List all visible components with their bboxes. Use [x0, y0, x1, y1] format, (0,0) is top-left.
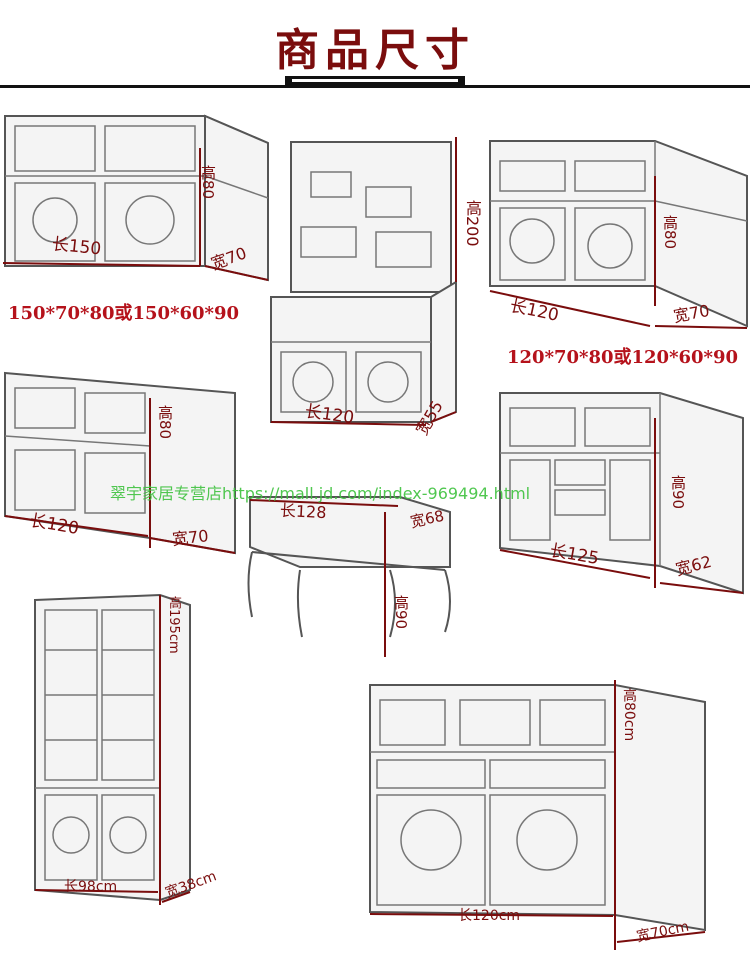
cabinet-8-height: 高80cm: [621, 688, 637, 742]
cabinet-3-height: 高80: [661, 215, 679, 250]
page-title: 商品尺寸: [275, 25, 475, 76]
cabinet-4-height: 高80: [156, 405, 174, 440]
cabinet-1-sketch: [2, 114, 269, 282]
cabinet-4-sketch: [4, 371, 236, 555]
cabinet-7-height: 高195cm: [166, 596, 181, 654]
cabinet-1-spec: 150*70*80或150*60*90: [8, 303, 239, 324]
cabinet-1-height: 高80: [199, 165, 217, 200]
store-watermark: 翠宇家居专营店https://mall.jd.com/index-969494.…: [110, 484, 531, 503]
cabinet-8-sketch: [369, 680, 706, 950]
cabinet-3-spec: 120*70*80或120*60*90: [507, 347, 738, 368]
cabinet-7-length: 长98cm: [64, 879, 118, 895]
cabinet-6-height: 高90: [669, 475, 687, 510]
cabinet-3-sketch: [489, 140, 748, 329]
cabinet-6-sketch: [499, 392, 744, 595]
title-rule-center: [285, 76, 465, 88]
cabinet-5-sketch: [247, 496, 451, 657]
cabinet-4-width: 宽70: [171, 526, 210, 549]
title-banner: 商品尺寸: [0, 0, 750, 92]
title-rule-left: [0, 85, 285, 88]
cabinet-1-length: 长150: [50, 234, 103, 260]
cabinet-2-sketch: [270, 137, 457, 426]
cabinet-7-sketch: [34, 593, 191, 905]
cabinet-2-height: 高200: [463, 200, 482, 247]
cabinet-5-height: 高90: [392, 595, 410, 630]
cabinet-8-length: 长120cm: [458, 908, 521, 924]
title-rule-right: [465, 85, 750, 88]
